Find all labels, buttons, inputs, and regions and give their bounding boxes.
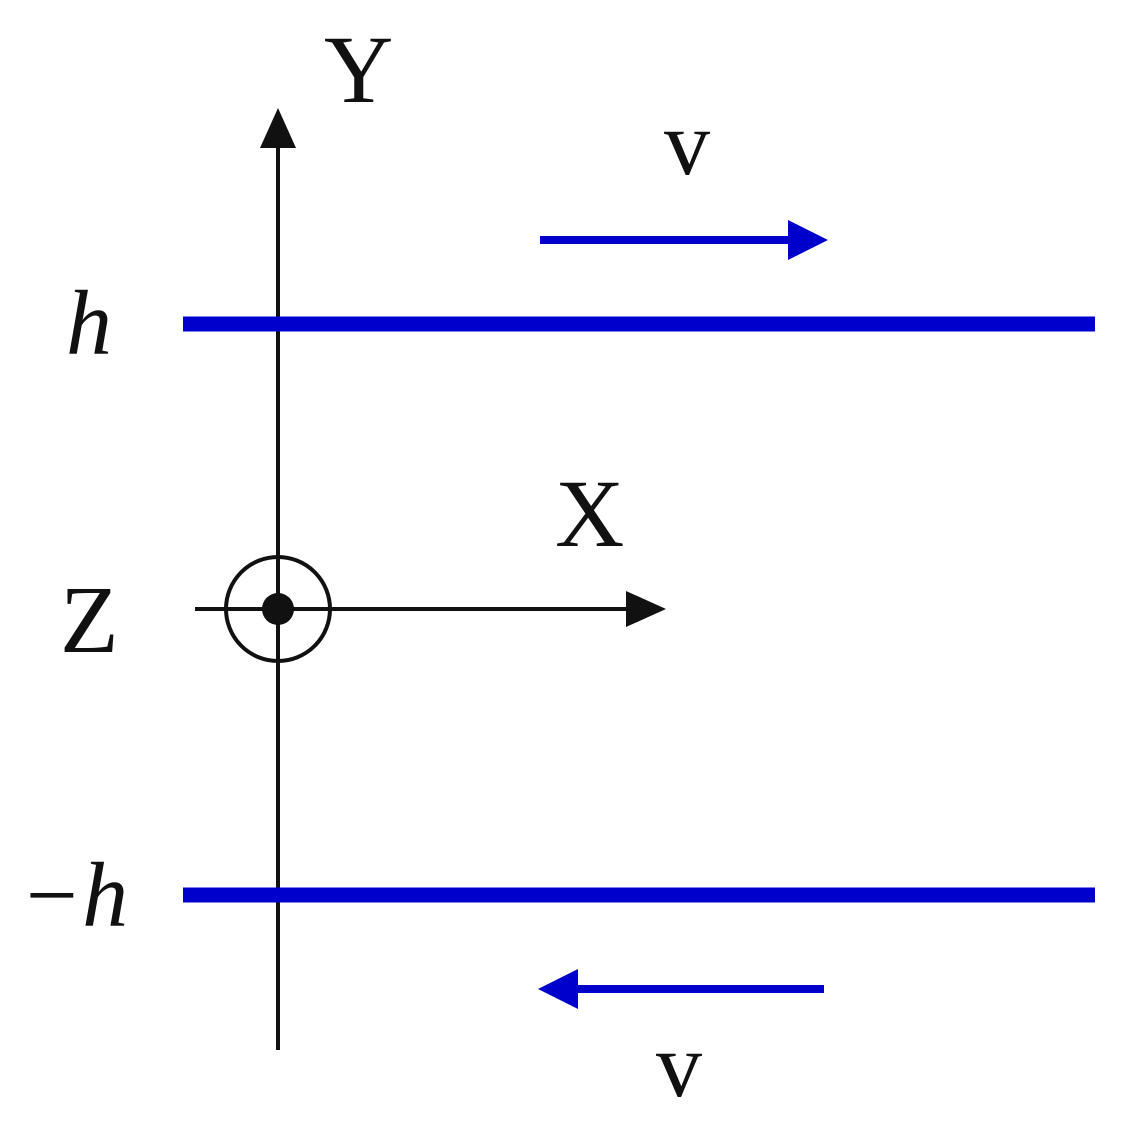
top-plate-label: h bbox=[66, 272, 112, 374]
top-velocity-label: v bbox=[664, 92, 710, 194]
bottom-velocity: v bbox=[538, 969, 824, 1116]
x-axis-arrowhead-icon bbox=[626, 591, 666, 627]
bottom-plate: −h bbox=[20, 844, 1095, 946]
z-axis-circle-icon bbox=[224, 555, 332, 663]
top-velocity: v bbox=[540, 92, 828, 260]
y-axis-arrowhead-icon bbox=[260, 108, 296, 148]
y-axis-label: Y bbox=[324, 16, 393, 123]
z-axis: Z bbox=[60, 555, 332, 673]
bottom-velocity-label: v bbox=[656, 1014, 702, 1116]
bottom-plate-label: −h bbox=[20, 844, 128, 946]
z-axis-label: Z bbox=[60, 566, 119, 673]
top-plate: h bbox=[66, 272, 1095, 374]
bottom-velocity-arrowhead-icon bbox=[538, 969, 578, 1009]
z-axis-dot-icon bbox=[262, 593, 294, 625]
top-velocity-arrowhead-icon bbox=[788, 220, 828, 260]
x-axis-label: X bbox=[555, 460, 624, 567]
